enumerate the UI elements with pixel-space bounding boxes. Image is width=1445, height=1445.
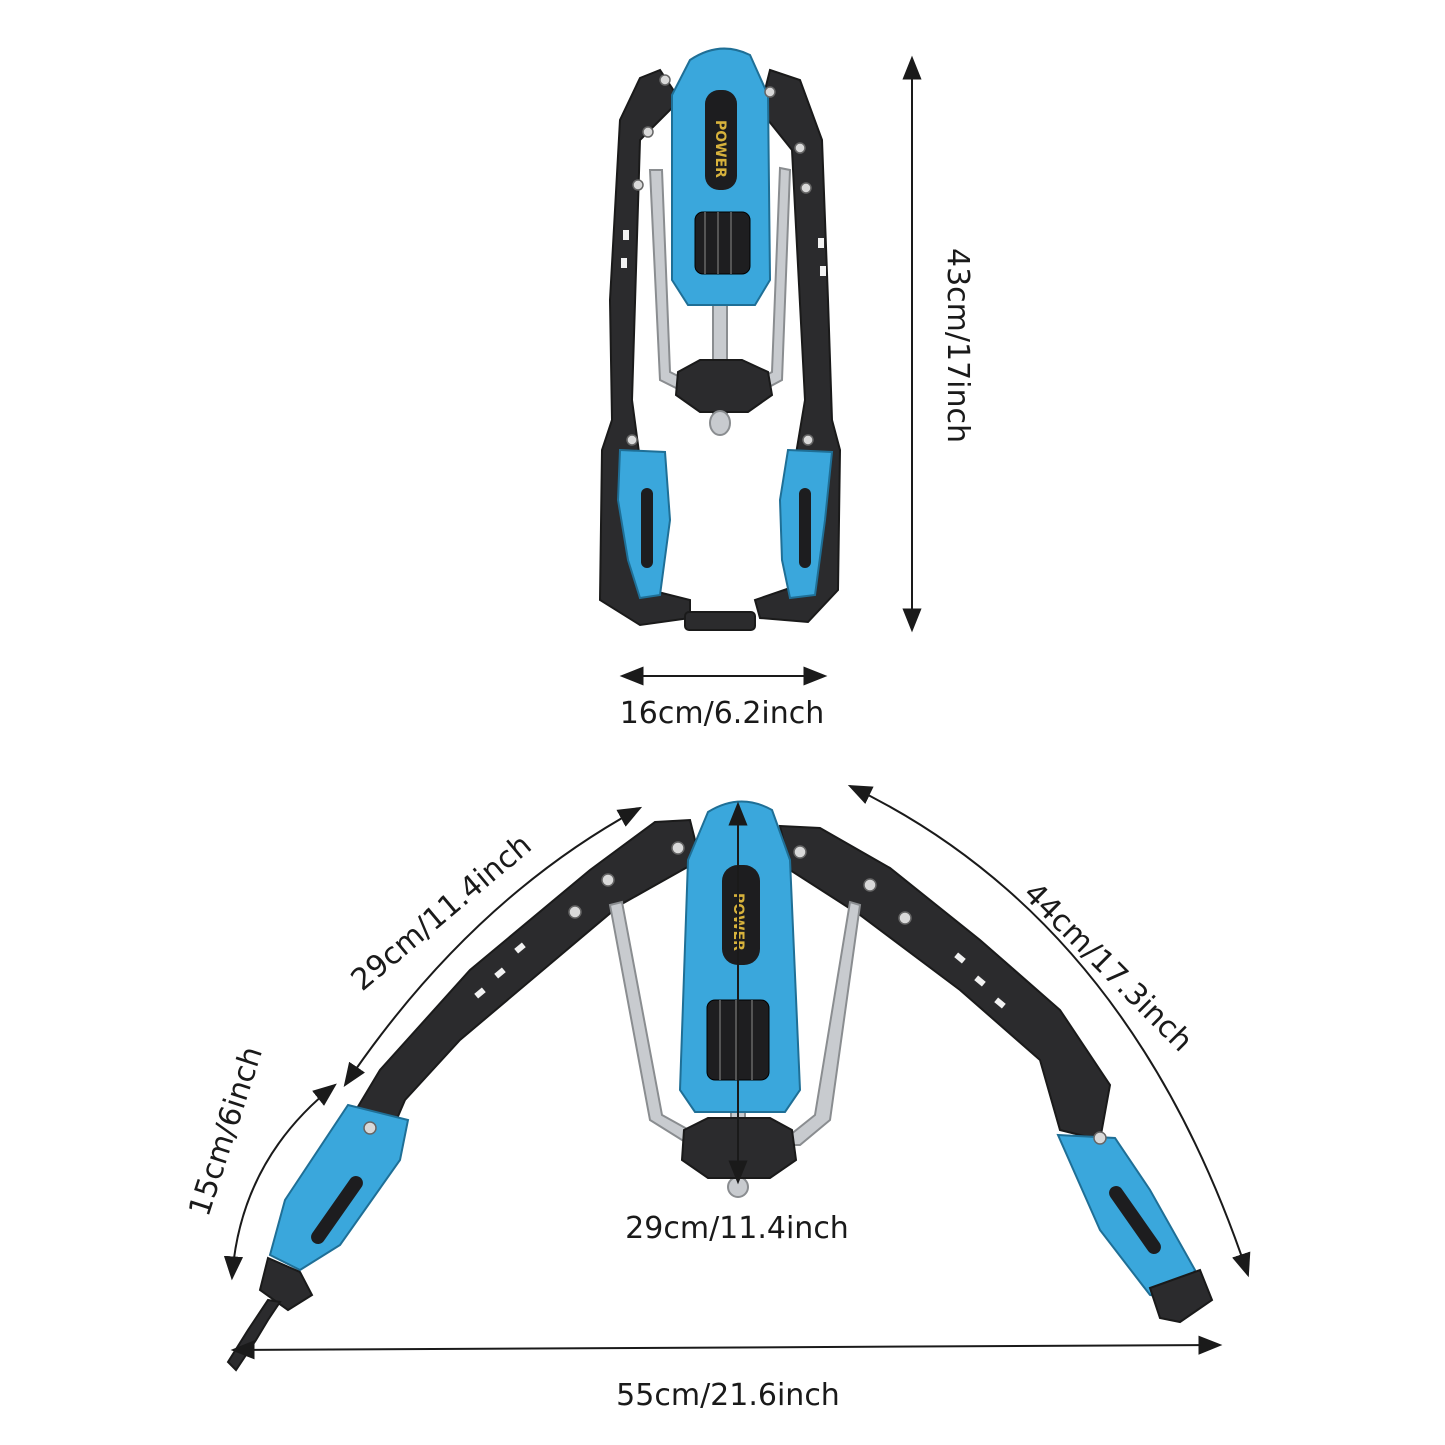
upper-arm-dimension-arc: [343, 806, 643, 1087]
screw: [793, 845, 807, 859]
screw: [642, 126, 654, 138]
screw: [1093, 1131, 1107, 1145]
arm-slot: [820, 266, 826, 276]
brand-label: POWER: [712, 120, 728, 178]
center-height-label: 29cm/11.4inch: [625, 1211, 849, 1246]
screw: [659, 74, 671, 86]
rod-end-cap: [709, 410, 731, 436]
arm-slot: [623, 230, 629, 240]
total-width-dimension-line: [230, 1335, 1223, 1360]
width-label: 16cm/6.2inch: [620, 696, 825, 731]
screw: [363, 1121, 377, 1135]
grip-label: 15cm/6inch: [182, 1042, 270, 1220]
right-arc-dimension: [847, 784, 1251, 1278]
screw: [898, 911, 912, 925]
screw: [626, 434, 638, 446]
screw: [632, 179, 644, 191]
adjustment-knob: [694, 211, 751, 275]
screw: [802, 434, 814, 446]
power-label-plate: [705, 90, 737, 190]
left-grip-slot: [641, 488, 653, 568]
screw: [671, 841, 685, 855]
closed-product-illustration: POWER: [598, 47, 842, 631]
screw: [764, 86, 776, 98]
center-joint: [674, 359, 774, 413]
left-hook: [226, 1298, 282, 1372]
total-width-label: 55cm/21.6inch: [616, 1378, 840, 1413]
screw: [601, 873, 615, 887]
screw: [800, 182, 812, 194]
screw: [568, 905, 582, 919]
bottom-connector: [684, 611, 756, 631]
arm-slot: [621, 258, 627, 268]
screw: [863, 878, 877, 892]
arm-slot: [818, 238, 824, 248]
height-label: 43cm/17inch: [940, 248, 975, 443]
grip-dimension-arc: [223, 1083, 337, 1281]
screw: [794, 142, 806, 154]
open-product-illustration: POWER: [226, 800, 1214, 1372]
left-open-grip: [268, 1103, 410, 1272]
right-grip-slot: [799, 488, 811, 568]
